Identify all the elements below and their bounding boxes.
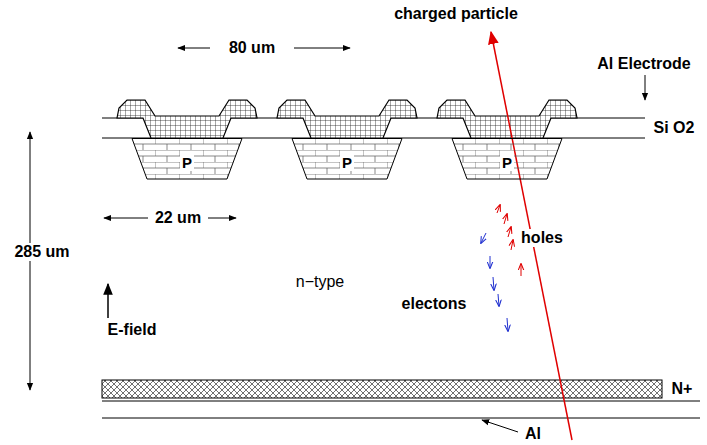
implant-label: P [340, 155, 354, 171]
al-electrode [437, 100, 577, 138]
oxide-label: Si O2 [652, 119, 697, 137]
al-backplane-bottom [102, 418, 700, 419]
dimension-label: 285 um [12, 243, 71, 261]
p-implant: P [131, 138, 243, 180]
dimension-arrow [30, 250, 31, 390]
leader-arrow [645, 75, 646, 100]
bulk-label: n−type [294, 273, 346, 291]
electrode-label: Al Electrode [595, 55, 692, 73]
dimension-arrow [30, 132, 31, 250]
al-electrode [277, 100, 417, 138]
electron-arrows [481, 233, 508, 331]
n-plus-layer [102, 380, 662, 398]
hole-arrows [497, 205, 521, 276]
dimension-label: 80 um [227, 39, 277, 57]
implant-label: P [180, 155, 194, 171]
carrier-label: electons [400, 295, 469, 313]
leader-arrow [482, 420, 518, 432]
dimension-arrow [104, 218, 148, 219]
particle-track [491, 32, 572, 440]
efield-arrow [107, 284, 109, 318]
p-implant: P [451, 138, 563, 180]
dimension-label: 22 um [153, 209, 203, 227]
particle-label: charged particle [392, 5, 520, 23]
dimension-arrow [208, 218, 236, 219]
carrier-label: holes [519, 229, 565, 247]
dimension-arrow [294, 48, 350, 49]
field-label: E-field [106, 321, 159, 339]
implant-label: P [500, 155, 514, 171]
al-electrode [117, 100, 257, 138]
al-backplane-top [102, 401, 700, 402]
layer-label: N+ [670, 380, 695, 398]
dimension-arrow [178, 48, 210, 49]
p-implant: P [291, 138, 403, 180]
layer-label: Al [523, 425, 543, 443]
